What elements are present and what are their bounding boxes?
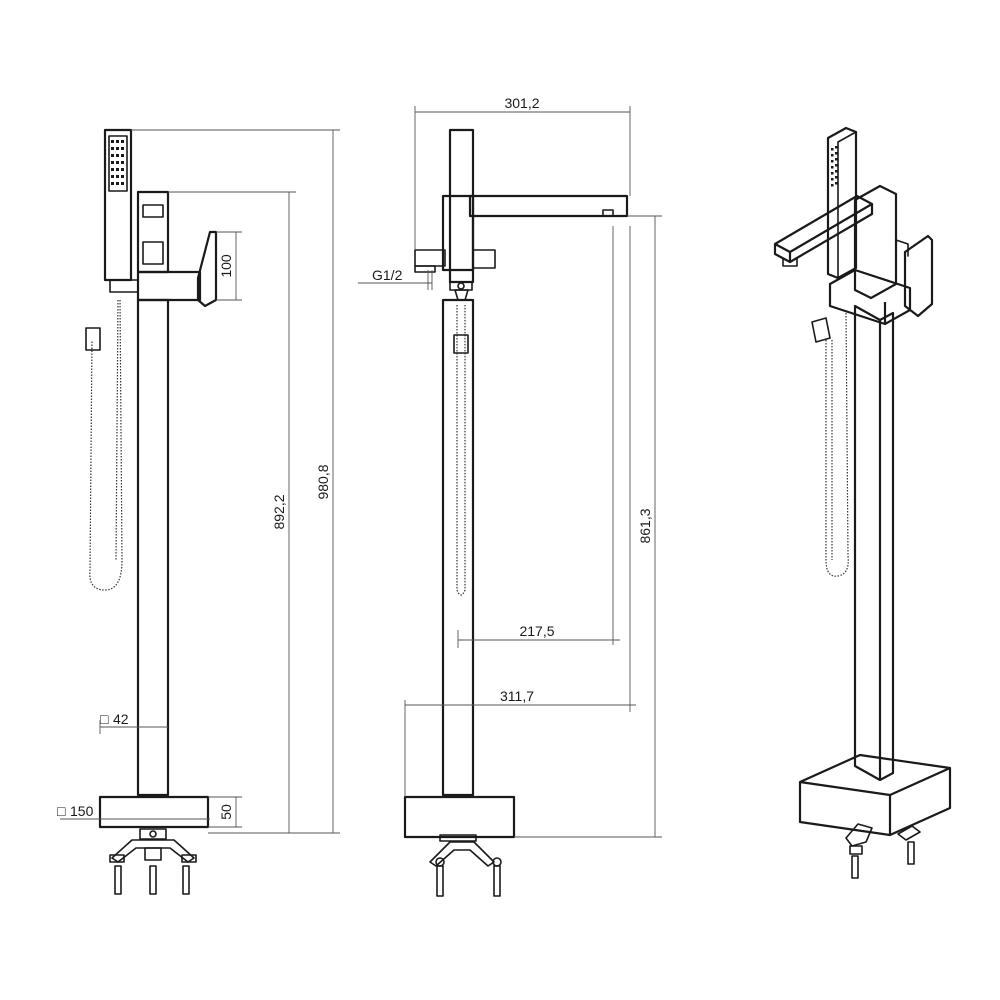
dim-892-2: 892,2 xyxy=(271,494,287,529)
iso-spout xyxy=(773,194,874,264)
iso-base-block xyxy=(798,753,952,837)
dim-311-7: 311,7 xyxy=(500,688,534,704)
dim-861-3: 861,3 xyxy=(637,508,653,543)
square-symbol-150: □ xyxy=(57,803,66,819)
dim-100: 100 xyxy=(218,254,234,278)
column xyxy=(136,298,170,797)
base-block xyxy=(98,795,210,829)
dim-980-8: 980,8 xyxy=(315,464,331,499)
front-view: 980,8 892,2 100 50 □ 42 □ 150 xyxy=(57,128,340,895)
iso-hand-shower xyxy=(826,126,858,280)
front-dimensions xyxy=(60,129,340,834)
dim-217-5: 217,5 xyxy=(519,623,554,639)
mixer-body xyxy=(136,190,218,308)
floor-fixing xyxy=(109,828,197,895)
iso-floor-fixing xyxy=(845,823,921,879)
hand-shower xyxy=(103,128,139,293)
iso-column xyxy=(853,304,895,782)
dim-301-2: 301,2 xyxy=(504,95,539,111)
side-dimensions xyxy=(358,106,662,838)
side-column xyxy=(441,298,475,797)
perspective-view xyxy=(773,126,952,879)
shower-hose xyxy=(89,299,123,591)
square-symbol-42: □ xyxy=(100,711,109,727)
dim-50: 50 xyxy=(218,804,234,820)
dim-150: 150 xyxy=(70,803,94,819)
dim-42: 42 xyxy=(113,711,129,727)
side-floor-fixing xyxy=(429,834,502,897)
side-view: 301,2 G1/2 861,3 217,5 311,7 xyxy=(358,95,662,897)
side-base-block xyxy=(403,795,516,839)
dim-g1-2: G1/2 xyxy=(372,267,403,283)
